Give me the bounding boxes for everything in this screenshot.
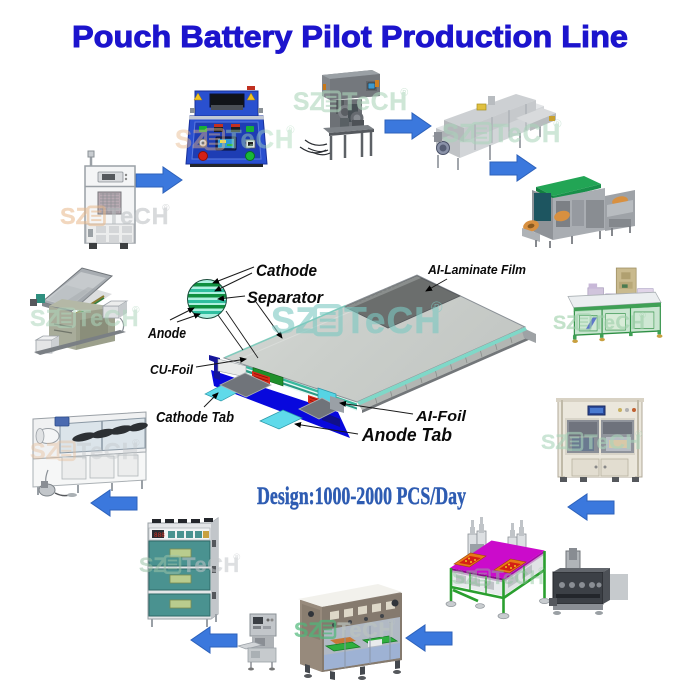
svg-text:AI-Laminate Film: AI-Laminate Film	[427, 262, 526, 277]
svg-text:CU-Foil: CU-Foil	[150, 362, 193, 377]
svg-text:Cathode Tab: Cathode Tab	[156, 409, 234, 426]
svg-text:888: 888	[154, 532, 165, 539]
svg-text:Anode: Anode	[147, 325, 186, 342]
svg-text:Design:1000-2000 PCS/Day: Design:1000-2000 PCS/Day	[257, 483, 466, 510]
svg-text:AI-Foil: AI-Foil	[415, 408, 467, 425]
svg-text:Anode Tab: Anode Tab	[361, 425, 452, 445]
svg-text:Cathode: Cathode	[256, 261, 317, 280]
svg-text:Pouch Battery Pilot Production: Pouch Battery Pilot Production Line	[72, 19, 628, 54]
